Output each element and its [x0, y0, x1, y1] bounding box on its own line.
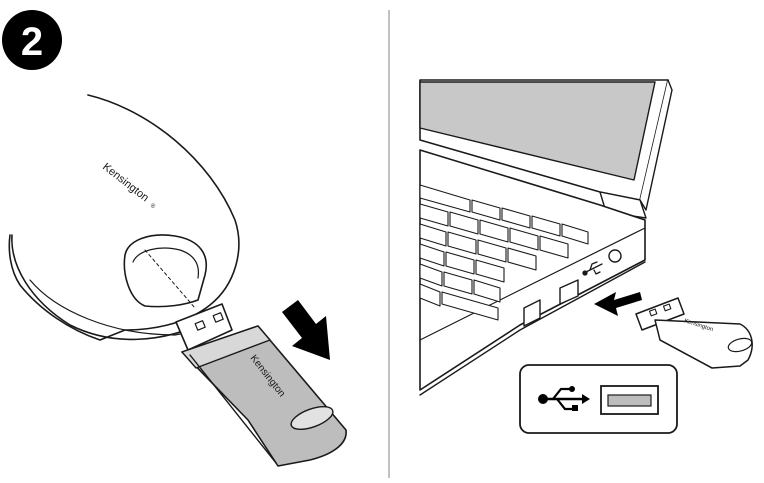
usb-port-callout: [519, 364, 678, 434]
arrow-left-icon: [594, 292, 642, 316]
arrow-down-right-icon: [282, 300, 330, 360]
usb-icon: [538, 386, 590, 411]
step-number: 2: [21, 20, 43, 64]
laptop-keyboard: [419, 184, 589, 321]
laptop-panel: Kensington: [419, 79, 753, 396]
mouse-logo-trademark: ®: [149, 202, 157, 211]
mouse-panel: Kensington ® Kensington: [8, 94, 347, 467]
mouse-body: [8, 94, 240, 341]
usb-dongle: [175, 303, 347, 467]
port-usb-symbol: [582, 261, 603, 276]
usb-port-icon: [600, 385, 659, 415]
step-badge: 2: [2, 10, 62, 70]
number-circle-icon: [2, 10, 62, 70]
usb-dongle-insert: [635, 297, 753, 369]
laptop-screen: [419, 79, 673, 219]
